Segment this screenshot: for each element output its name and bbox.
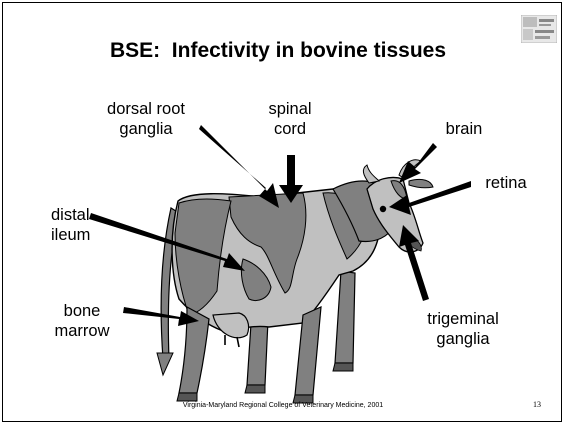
label-trigeminal-ganglia: trigeminal ganglia [403,309,523,349]
arrow-trigeminal-ganglia [399,225,429,301]
page-number: 13 [533,400,541,409]
label-retina: retina [471,173,541,193]
label-dorsal-root-ganglia: dorsal root ganglia [81,99,211,139]
label-spinal-cord: spinal cord [255,99,325,139]
label-brain: brain [429,119,499,139]
arrow-brain [399,143,437,183]
footer-credit: Virginia-Maryland Regional College of Ve… [123,402,443,409]
label-distal-ileum: distal ileum [51,205,121,245]
label-bone-marrow: bone marrow [47,301,117,341]
